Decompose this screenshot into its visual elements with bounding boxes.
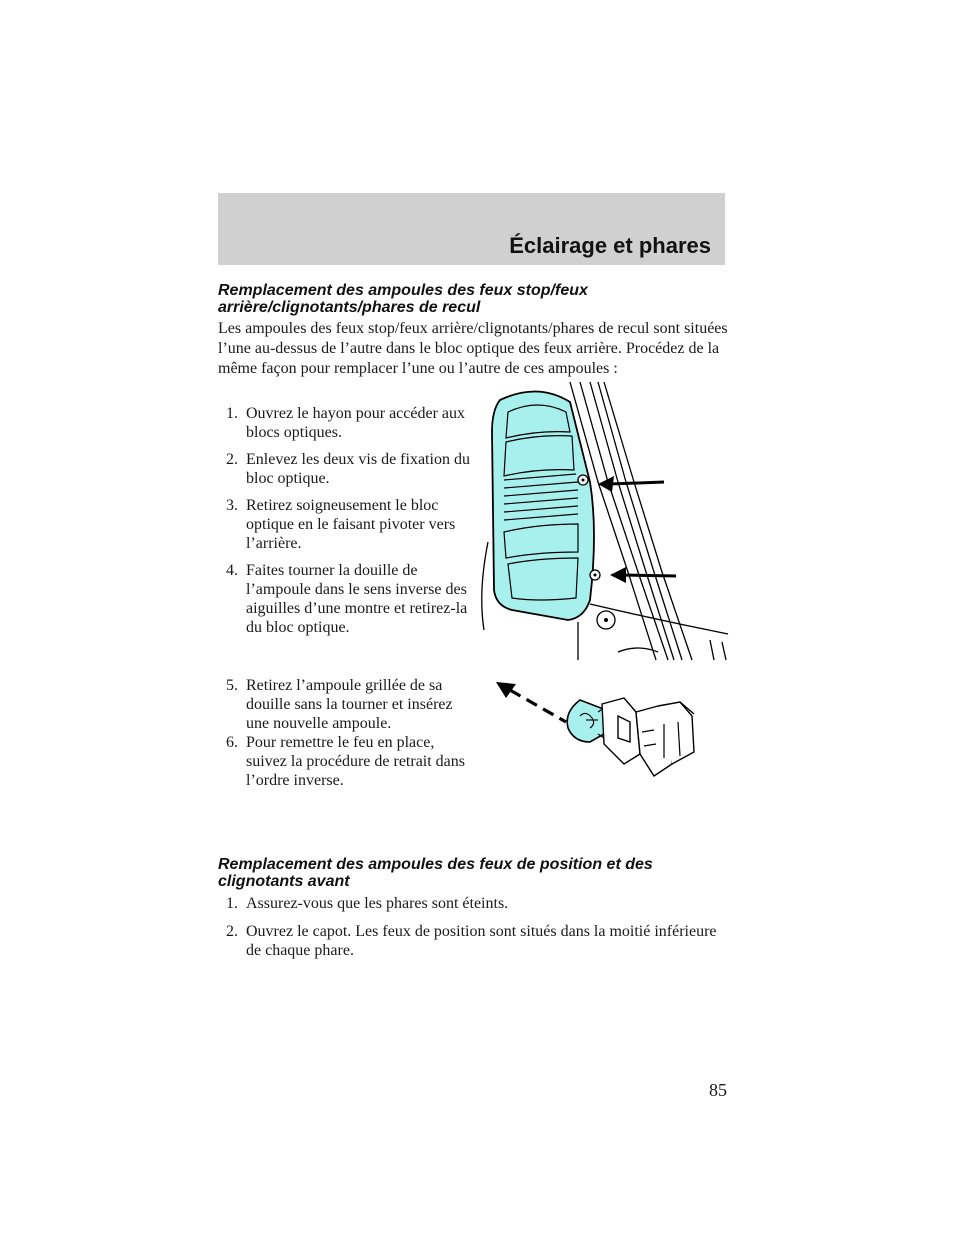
section-title-front-lamps: Remplacement des ampoules des feux de po…	[218, 856, 653, 890]
step-4: 4. Faites tourner la douille de l’ampoul…	[226, 561, 474, 637]
step-5: 5. Retirez l’ampoule grillée de sa douil…	[226, 676, 478, 733]
step-number: 2.	[226, 451, 238, 468]
step-front-2: 2. Ouvrez le capot. Les feux de position…	[226, 922, 726, 960]
step-number: 5.	[226, 677, 238, 694]
chapter-header: Éclairage et phares	[218, 193, 725, 265]
step-text: Ouvrez le hayon pour accéder aux blocs o…	[246, 405, 465, 441]
step-6: 6. Pour remettre le feu en place, suivez…	[226, 733, 478, 790]
bulb-socket	[601, 697, 695, 777]
bulb-socket-illustration	[496, 682, 695, 777]
step-number: 4.	[226, 562, 238, 579]
section-title-rear-lamps: Remplacement des ampoules des feux stop/…	[218, 282, 588, 316]
step-text: Enlevez les deux vis de fixation du bloc…	[246, 451, 470, 487]
step-2: 2. Enlevez les deux vis de fixation du b…	[226, 450, 474, 488]
section-intro: Les ampoules des feux stop/feux arrière/…	[218, 320, 728, 377]
step-front-1: 1. Assurez-vous que les phares sont étei…	[226, 894, 726, 913]
step-number: 2.	[226, 923, 238, 940]
step-1: 1. Ouvrez le hayon pour accéder aux bloc…	[226, 404, 474, 442]
step-text: Ouvrez le capot. Les feux de position so…	[246, 923, 717, 959]
dashed-arrow-icon	[496, 682, 567, 724]
step-number: 6.	[226, 734, 238, 751]
step-3: 3. Retirez soigneusement le bloc optique…	[226, 496, 474, 553]
bulb-glass	[566, 699, 607, 743]
step-number: 3.	[226, 497, 238, 514]
step-text: Retirez l’ampoule grillée de sa douille …	[246, 677, 453, 732]
chapter-title: Éclairage et phares	[509, 233, 711, 258]
upper-arrow-icon	[598, 476, 665, 492]
step-text: Assurez-vous que les phares sont éteints…	[246, 895, 509, 912]
tail-lamp-illustration	[481, 381, 729, 661]
step-number: 1.	[226, 405, 238, 422]
step-text: Faites tourner la douille de l’ampoule d…	[246, 562, 468, 636]
lower-arrow-icon	[610, 567, 677, 583]
step-text: Retirez soigneusement le bloc optique en…	[246, 497, 456, 552]
page-number: 85	[709, 1080, 727, 1100]
step-number: 1.	[226, 895, 238, 912]
step-text: Pour remettre le feu en place, suivez la…	[246, 734, 466, 789]
